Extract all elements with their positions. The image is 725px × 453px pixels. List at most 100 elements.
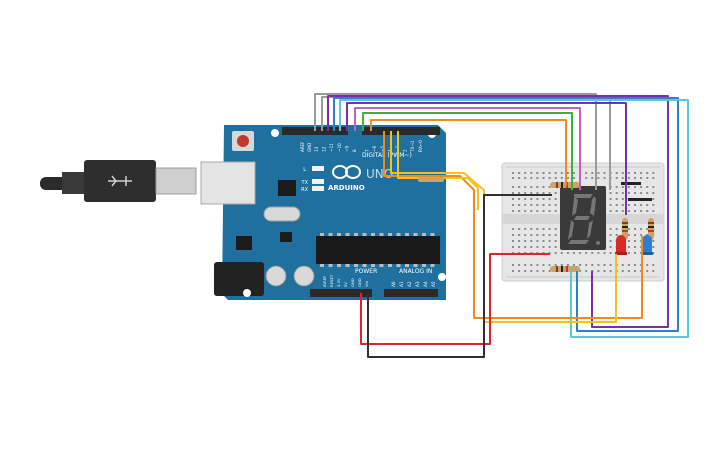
breadboard-hole (542, 204, 545, 206)
breadboard-hole (640, 172, 643, 174)
wire-yellow[interactable] (397, 131, 479, 210)
wire-teal[interactable] (339, 99, 689, 338)
breadboard-hole (609, 264, 612, 266)
breadboard-hole (518, 172, 521, 174)
breadboard-hole (652, 186, 655, 188)
breadboard-hole (640, 228, 643, 230)
resistor-bottom[interactable] (550, 266, 580, 272)
crystal (263, 206, 301, 222)
arduino-logo (332, 165, 361, 179)
breadboard-hole (530, 198, 533, 200)
breadboard-hole (615, 192, 618, 194)
breadboard-hole (524, 186, 527, 188)
breadboard-hole (524, 177, 527, 179)
breadboard-hole (634, 228, 636, 230)
usb-strain-relief (62, 172, 86, 194)
breadboard-hole (621, 172, 624, 174)
digital-pin-label: 7 (365, 149, 370, 152)
breadboard-hole (585, 270, 588, 272)
pin-label-gnd: GND (307, 143, 312, 152)
breadboard-hole (603, 177, 606, 179)
digital-section-label: DIGITAL (PWM~) (362, 152, 412, 159)
chip-pin (328, 233, 333, 236)
led-blue[interactable] (641, 235, 653, 255)
breadboard-hole (542, 177, 545, 179)
wire-orange[interactable] (383, 131, 643, 319)
power-header[interactable] (310, 289, 372, 297)
wire-orange[interactable] (370, 119, 567, 186)
led-red-body (616, 235, 626, 252)
breadboard-hole (621, 198, 624, 200)
breadboard-hole (554, 177, 557, 179)
wire-pink[interactable] (354, 107, 581, 190)
wire-purple[interactable] (346, 102, 627, 215)
breadboard-hole (646, 172, 649, 174)
chip-pin (337, 233, 341, 236)
breadboard-hole (573, 172, 575, 174)
breadboard-hole (634, 172, 636, 174)
chip-pin (430, 233, 435, 236)
digital-pin-label: ~9 (344, 145, 349, 152)
breadboard-hole (609, 234, 612, 236)
led-red[interactable] (615, 235, 627, 255)
breadboard-hole (627, 172, 630, 174)
breadboard-hole (591, 264, 594, 266)
breadboard-hole (627, 240, 630, 242)
breadboard-hole (609, 228, 612, 230)
wire-yellow[interactable] (390, 131, 617, 323)
power-jack (214, 262, 264, 296)
atmega-chip (316, 236, 440, 264)
digital-header-right[interactable] (362, 127, 440, 135)
led-tx-label: TX (301, 180, 309, 186)
wire-black[interactable] (367, 194, 552, 358)
resistor-led-blue[interactable] (648, 218, 654, 240)
breadboard-hole (615, 198, 618, 200)
breadboard-hole (627, 228, 630, 230)
breadboard-hole (548, 186, 551, 188)
breadboard-hole (627, 210, 630, 212)
breadboard-hole (652, 204, 655, 206)
breadboard-hole (548, 172, 551, 174)
chip-pin (362, 264, 367, 267)
breadboard-hole (554, 264, 557, 266)
digital-pin-label: RX←0 (418, 140, 423, 152)
breadboard-hole (585, 172, 588, 174)
chip-pin (413, 233, 418, 236)
breadboard-hole (554, 228, 557, 230)
breadboard-hole (573, 264, 575, 266)
breadboard-hole (634, 240, 636, 242)
breadboard-hole (542, 246, 545, 248)
breadboard-hole (542, 270, 545, 272)
digital-pin-label: TX→1 (410, 140, 415, 153)
chip-pin (396, 233, 401, 236)
breadboard-hole (512, 246, 514, 248)
breadboard-hole (524, 246, 527, 248)
wire-gray[interactable] (314, 93, 597, 190)
breadboard-hole (554, 198, 557, 200)
segment-e (568, 220, 574, 240)
breadboard-hole (652, 252, 655, 254)
digital-pin-label: 13 (314, 146, 319, 152)
chip-pin (345, 264, 350, 267)
breadboard-hole (518, 234, 521, 236)
resistor-body (550, 266, 580, 272)
breadboard-hole (646, 192, 649, 194)
resistor-led-red[interactable] (622, 218, 628, 240)
digital-pin-label: 12 (322, 146, 327, 152)
breadboard-hole (615, 228, 618, 230)
wire-green[interactable] (362, 112, 573, 190)
wire-red[interactable] (360, 253, 550, 345)
regulator (236, 236, 252, 250)
breadboard-hole (646, 270, 649, 272)
chip-pin (388, 264, 392, 267)
breadboard-hole (597, 252, 600, 254)
seven-segment-display[interactable] (560, 186, 606, 250)
breadboard-hole (591, 172, 594, 174)
breadboard-hole (579, 264, 582, 266)
reset-button[interactable] (237, 135, 249, 147)
analog-header[interactable] (384, 289, 438, 297)
breadboard-hole (524, 228, 527, 230)
usb-cable[interactable] (40, 160, 197, 202)
